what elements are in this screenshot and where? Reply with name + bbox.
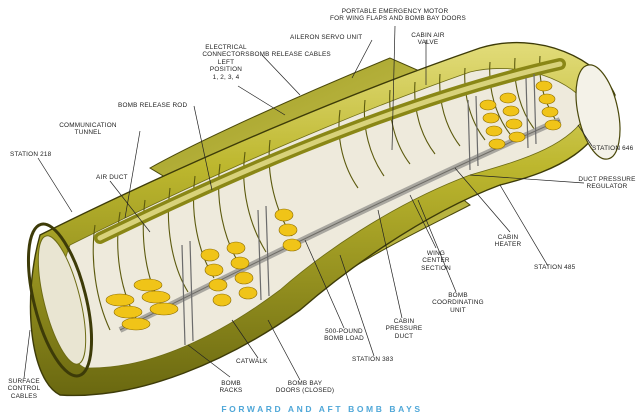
- communication-tunnel: [94, 58, 566, 244]
- label-bomb-release-cables: BOMB RELEASE CABLES: [250, 51, 331, 58]
- leader-lines: [23, 25, 593, 381]
- label-portable-emergency-motor: PORTABLE EMERGENCY MOTOR FOR WING FLAPS …: [330, 8, 466, 23]
- forward-bomb-load: [105, 208, 302, 331]
- label-cabin-heater: CABIN HEATER: [494, 234, 522, 249]
- label-surface-control-cables: SURFACE CONTROL CABLES: [7, 378, 41, 400]
- label-station-646: STATION 646: [592, 145, 634, 152]
- label-bomb-racks: BOMB RACKS: [219, 380, 243, 395]
- label-bomb-bay-doors: BOMB BAY DOORS (CLOSED): [275, 380, 335, 395]
- label-wing-center-section: WING CENTER SECTION: [421, 250, 451, 272]
- label-aileron-servo-unit: AILERON SERVO UNIT: [290, 34, 363, 41]
- label-station-485: STATION 485: [534, 264, 576, 271]
- label-bomb-release-rod: BOMB RELEASE ROD: [118, 102, 188, 109]
- label-communication-tunnel: COMMUNICATION TUNNEL: [59, 122, 117, 137]
- label-station-383: STATION 383: [352, 356, 394, 363]
- label-bomb-coordinating-unit: BOMB COORDINATING UNIT: [432, 292, 484, 314]
- figure-caption: FORWARD AND AFT BOMB BAYS: [221, 404, 423, 414]
- aft-bomb-load: [479, 80, 562, 150]
- label-500-pound-bomb-load: 500-POUND BOMB LOAD: [324, 328, 364, 343]
- label-duct-pressure-regulator: DUCT PRESSURE REGULATOR: [578, 176, 636, 191]
- label-cabin-pressure-duct: CABIN PRESSURE DUCT: [385, 318, 423, 340]
- label-cabin-air-valve: CABIN AIR VALVE: [411, 32, 445, 47]
- label-catwalk: CATWALK: [236, 358, 268, 365]
- label-air-duct: AIR DUCT: [96, 174, 128, 181]
- label-electrical-connectors: ELECTRICAL CONNECTORS LEFT POSITION 1, 2…: [202, 44, 250, 81]
- label-station-218: STATION 218: [10, 151, 52, 158]
- bomb-racks: [181, 73, 537, 346]
